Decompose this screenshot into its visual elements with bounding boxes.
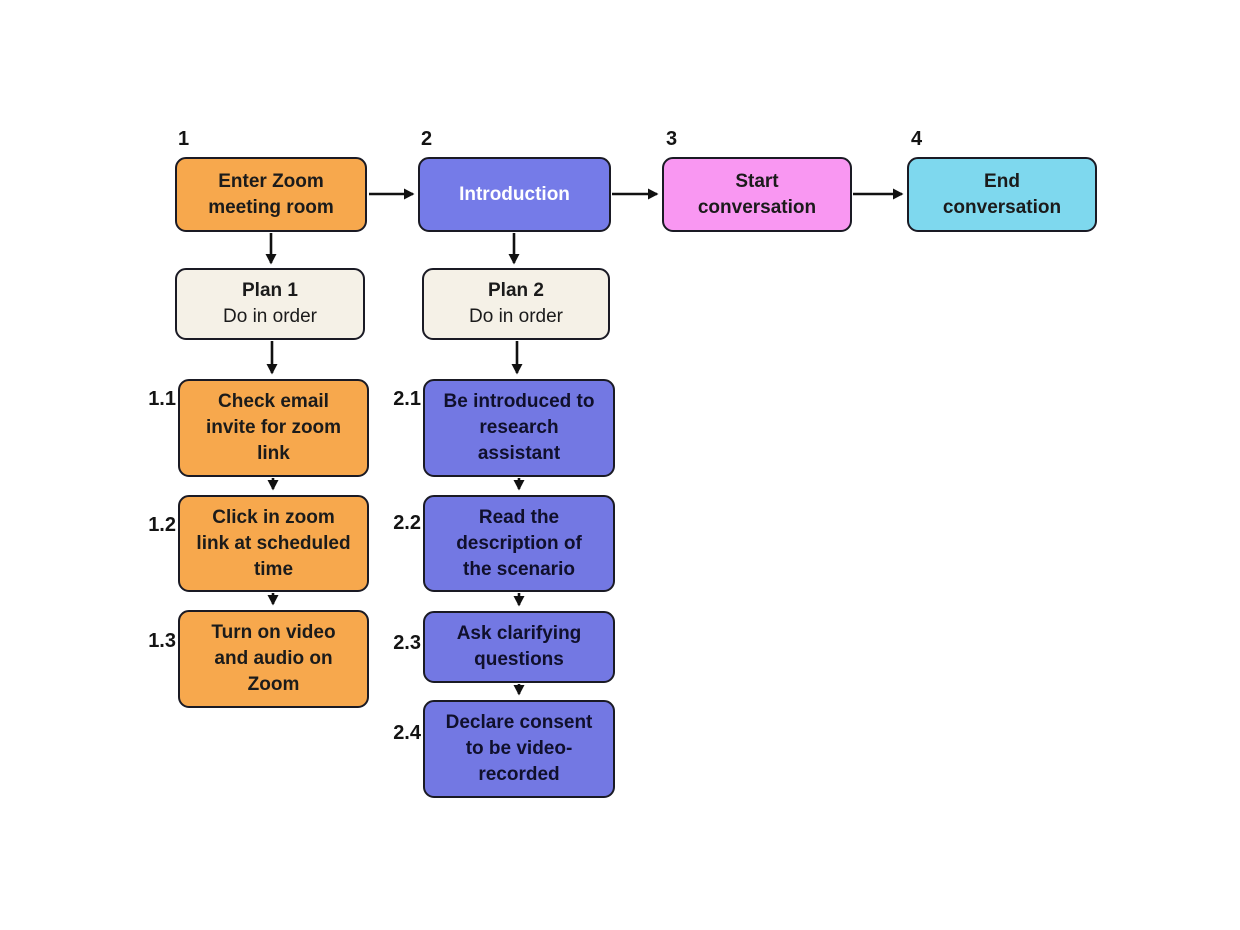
step-number-2: 2: [421, 128, 433, 150]
substep-number-1-3: 1.3: [148, 630, 176, 652]
step-number-3: 3: [666, 128, 678, 150]
plan-2-title: Plan 2: [488, 280, 544, 301]
plan-1-title: Plan 1: [242, 280, 298, 301]
substep-node-1-3: Turn on video and audio on Zoom: [178, 610, 369, 708]
substep-label-2-1: Be introduced to research assistant: [443, 391, 595, 464]
substep-node-1-2: Click in zoom link at scheduled time: [178, 495, 369, 592]
step-label-introduction: Introduction: [459, 183, 570, 205]
substep-node-2-4: Declare consent to be video-recorded: [423, 700, 615, 798]
substep-label-1-1: Check email invite for zoom link: [205, 391, 342, 464]
step-node-introduction: Introduction: [418, 157, 611, 232]
substep-label-2-3: Ask clarifying questions: [456, 623, 582, 670]
step-node-start-conversation: Start conversation: [662, 157, 852, 232]
substep-number-2-4: 2.4: [393, 722, 421, 744]
substep-number-2-2: 2.2: [393, 512, 421, 534]
plan-1-subtitle: Do in order: [223, 306, 317, 327]
substep-number-2-3: 2.3: [393, 632, 421, 654]
substep-label-1-2: Click in zoom link at scheduled time: [196, 506, 351, 580]
substep-label-1-3: Turn on video and audio on Zoom: [211, 622, 336, 695]
substep-label-2-4: Declare consent to be video-recorded: [445, 712, 593, 785]
substep-node-1-1: Check email invite for zoom link: [178, 379, 369, 477]
step-number-1: 1: [178, 128, 190, 150]
substep-label-2-2: Read the description of the scenario: [456, 506, 582, 580]
step-label-end-conversation: End conversation: [942, 170, 1062, 218]
plan-node-2: Plan 2 Do in order: [422, 268, 610, 340]
step-number-4: 4: [911, 128, 923, 150]
substep-node-2-3: Ask clarifying questions: [423, 611, 615, 683]
substep-number-2-1: 2.1: [393, 388, 421, 410]
substep-node-2-1: Be introduced to research assistant: [423, 379, 615, 477]
step-node-end-conversation: End conversation: [907, 157, 1097, 232]
plan-2-subtitle: Do in order: [469, 306, 563, 327]
substep-number-1-2: 1.2: [148, 514, 176, 536]
step-node-enter-zoom: Enter Zoom meeting room: [175, 157, 367, 232]
plan-node-1: Plan 1 Do in order: [175, 268, 365, 340]
step-label-start-conversation: Start conversation: [697, 170, 817, 218]
step-label-enter-zoom: Enter Zoom meeting room: [208, 170, 334, 218]
substep-number-1-1: 1.1: [148, 388, 176, 410]
substep-node-2-2: Read the description of the scenario: [423, 495, 615, 592]
